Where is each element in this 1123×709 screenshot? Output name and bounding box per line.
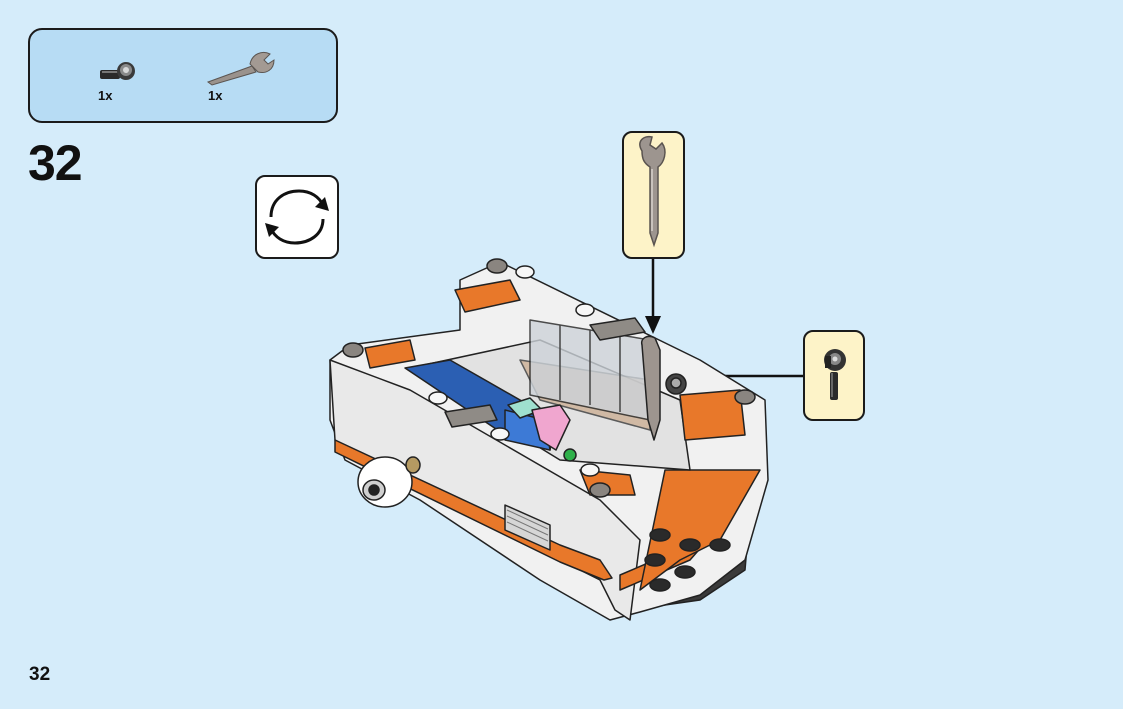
vehicle-module xyxy=(330,259,768,620)
page-number: 32 xyxy=(29,664,50,686)
insert-arrow-down xyxy=(645,259,661,334)
